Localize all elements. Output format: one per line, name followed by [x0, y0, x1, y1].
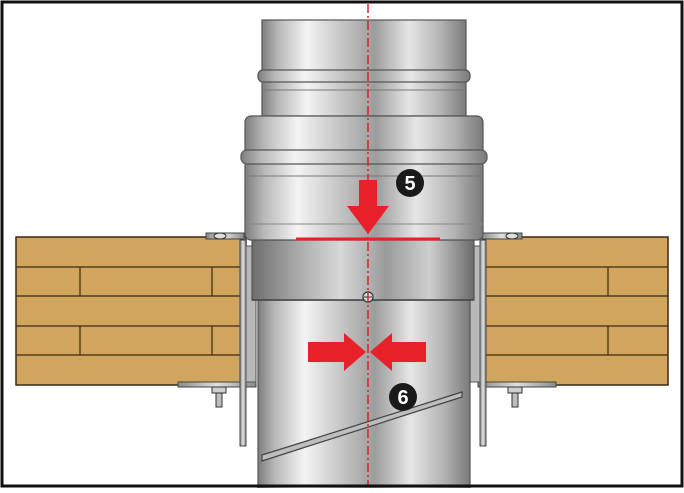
down-arrow-icon — [347, 180, 389, 234]
bolt-icon — [211, 232, 227, 408]
wood-boards-left — [15, 236, 247, 386]
bracket-right — [469, 232, 557, 447]
upper-coupling — [240, 115, 488, 241]
pipe-collar — [251, 239, 475, 303]
callout-number-5: 5 — [404, 173, 415, 195]
right-arrow-icon — [308, 333, 366, 371]
top-pipe — [257, 19, 471, 117]
bracket-left — [177, 232, 257, 447]
wood-boards-right — [483, 236, 669, 386]
callout-badge-6: 6 — [389, 383, 417, 411]
callout-number-6: 6 — [397, 387, 408, 409]
lower-pipe — [257, 299, 471, 491]
left-arrow-icon — [370, 333, 426, 371]
callout-badge-5: 5 — [396, 169, 424, 197]
bolt-icon — [505, 232, 523, 408]
